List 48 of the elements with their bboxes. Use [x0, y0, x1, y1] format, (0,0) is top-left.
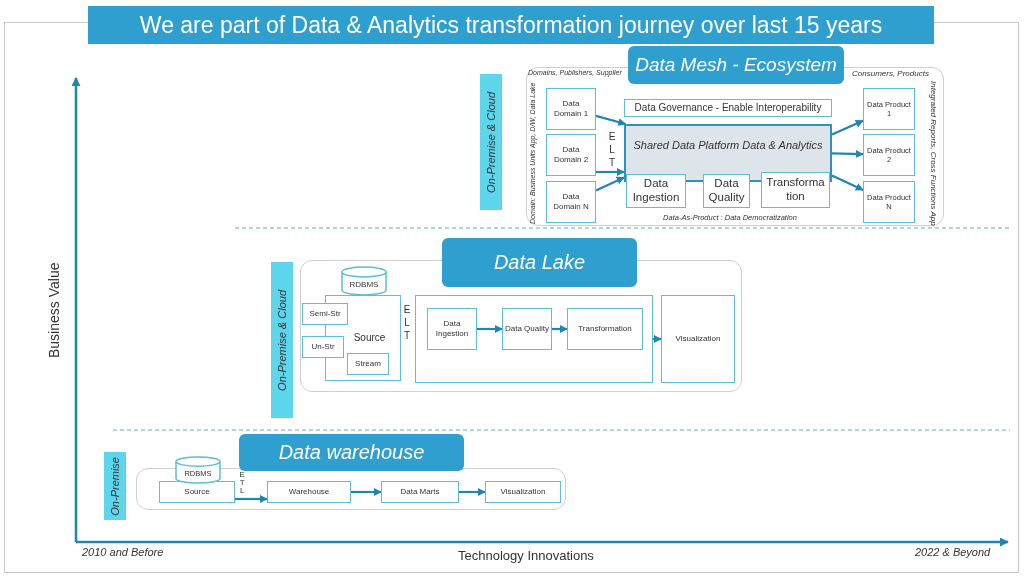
- process-box: Visualization: [485, 481, 561, 503]
- side-tab: On-Premise & Cloud: [480, 74, 502, 210]
- arrow: [595, 114, 627, 126]
- arrow: [477, 325, 503, 333]
- process-box: Un-Str: [302, 336, 344, 358]
- axis-title: Business Value: [46, 261, 62, 360]
- section-heading: Data warehouse: [239, 434, 464, 471]
- arrow: [653, 335, 662, 343]
- process-box: Semi-Str: [302, 303, 348, 325]
- arrow: [596, 168, 625, 176]
- database-cylinder: RDBMS: [341, 266, 387, 296]
- process-box: Data Quality: [502, 308, 552, 350]
- process-box: Visualization: [661, 295, 735, 383]
- process-letters: E L T: [608, 130, 616, 169]
- section-heading: Data Mesh - Ecosystem: [628, 46, 844, 84]
- arrow: [552, 325, 568, 333]
- side-tab: On-Premise: [104, 452, 126, 520]
- arrow: [459, 488, 486, 496]
- process-box: Warehouse: [267, 481, 351, 503]
- arrow: [235, 495, 268, 503]
- process-box: Data Governance - Enable Interoperability: [624, 99, 832, 117]
- process-box: Transformation: [567, 308, 643, 350]
- process-box: Data Domain 1: [546, 88, 596, 130]
- note-text: 2010 and Before: [82, 546, 164, 558]
- note-text: Consumers, Products: [852, 69, 929, 78]
- process-box: Data Domain 2: [546, 134, 596, 176]
- side-tab: On-Premise & Cloud: [271, 262, 293, 418]
- arrow: [831, 119, 864, 136]
- arrow: [595, 176, 625, 192]
- process-box: Source: [159, 481, 235, 503]
- vertical-label: Integrated Reports, Cross Functions App: [929, 80, 938, 226]
- process-box: Stream: [347, 353, 389, 375]
- axis-title: Technology Innovations: [458, 548, 594, 563]
- process-box: Transformation: [761, 172, 830, 208]
- arrow: [831, 174, 864, 191]
- process-box: Data Marts: [381, 481, 459, 503]
- process-box: Data Domain N: [546, 181, 596, 223]
- process-box: Data Ingestion: [427, 308, 477, 350]
- process-box: [415, 295, 653, 383]
- process-letters: E T L: [239, 471, 246, 495]
- arrow: [831, 150, 864, 158]
- section-heading: Data Lake: [442, 238, 637, 287]
- title-banner: We are part of Data & Analytics transformation journey over last 15 years: [88, 6, 934, 44]
- process-box: Data Quality: [703, 174, 750, 208]
- process-box: Data Ingestion: [626, 174, 686, 208]
- process-letters: E L T: [403, 303, 411, 342]
- arrow: [351, 488, 382, 496]
- note-text: 2022 & Beyond: [915, 546, 991, 558]
